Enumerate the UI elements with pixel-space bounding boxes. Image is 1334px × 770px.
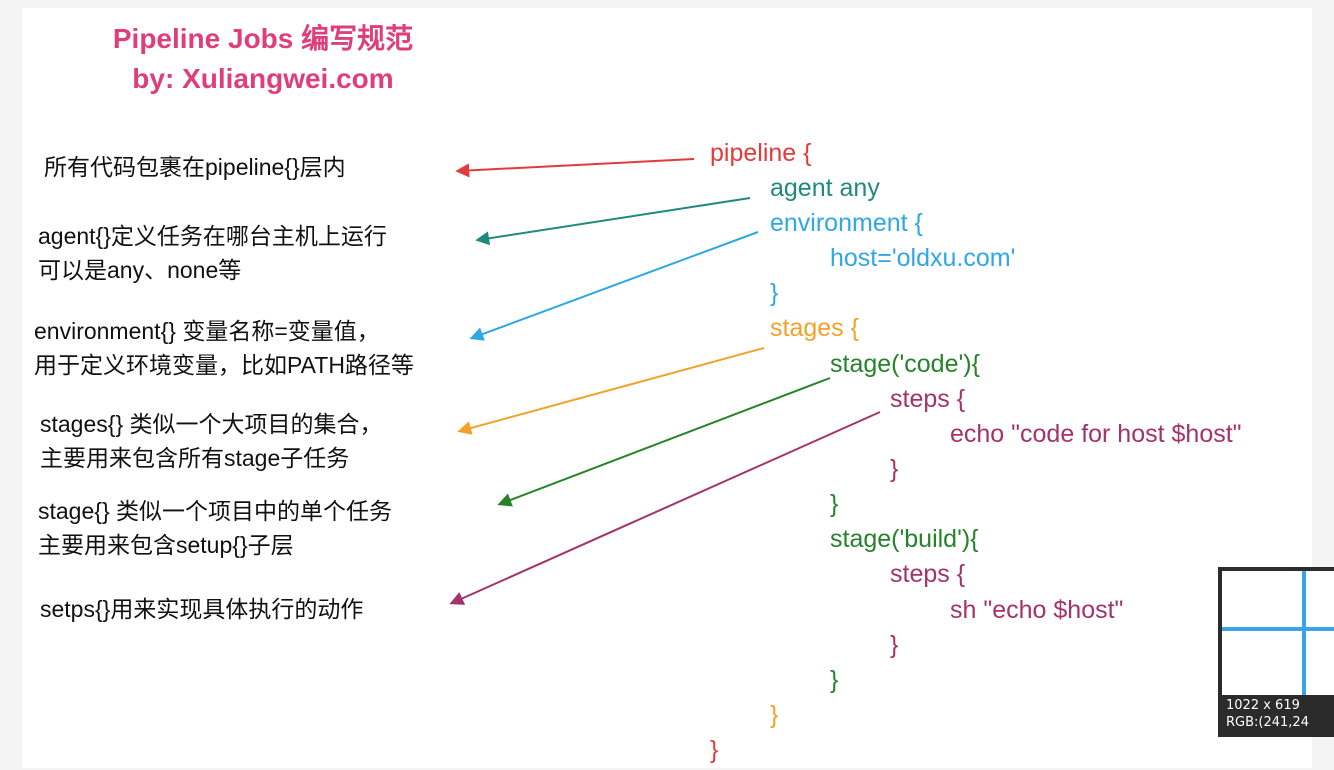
arrow-stage	[497, 377, 831, 507]
code-line: }	[770, 279, 779, 307]
crosshair-horizontal	[1222, 627, 1334, 631]
slide: Pipeline Jobs 编写规范 by: Xuliangwei.com 所有…	[22, 8, 1312, 768]
code-line: }	[770, 701, 779, 729]
picker-size: 1022 x 619	[1226, 698, 1300, 713]
code-line: }	[890, 631, 899, 659]
desc-line: 用于定义环境变量，比如PATH路径等	[34, 352, 414, 378]
code-line: steps {	[890, 385, 966, 413]
desc-environment: environment{} 变量名称=变量值， 用于定义环境变量，比如PATH路…	[34, 314, 414, 382]
code-line: }	[890, 455, 899, 483]
desc-line: environment{} 变量名称=变量值，	[34, 318, 380, 344]
picker-info: 1022 x 619 RGB:(241,24	[1226, 697, 1309, 731]
desc-line: stages{} 类似一个大项目的集合，	[40, 411, 383, 437]
slide-subtitle: by: Xuliangwei.com	[132, 63, 394, 94]
desc-line: 主要用来包含setup{}子层	[38, 532, 294, 558]
desc-steps: setps{}用来实现具体执行的动作	[40, 592, 363, 626]
arrow-steps	[449, 411, 881, 605]
desc-line: 所有代码包裹在pipeline{}层内	[44, 154, 346, 180]
code-line: pipeline {	[710, 139, 812, 167]
magnifier-zoom	[1222, 571, 1334, 695]
desc-line: stage{} 类似一个项目中的单个任务	[38, 498, 393, 524]
code-line: steps {	[890, 560, 966, 588]
code-line: stages {	[770, 314, 859, 342]
desc-stages: stages{} 类似一个大项目的集合， 主要用来包含所有stage子任务	[40, 407, 383, 475]
arrow-environment	[469, 231, 759, 341]
code-line: stage('code'){	[830, 350, 980, 378]
code-line: environment {	[770, 209, 923, 237]
crosshair-vertical	[1302, 571, 1306, 695]
code-line: }	[710, 736, 719, 764]
desc-line: 可以是any、none等	[38, 257, 242, 283]
color-picker-overlay: 1022 x 619 RGB:(241,24	[1218, 567, 1334, 737]
arrow-agent	[475, 197, 751, 246]
code-line: }	[830, 490, 839, 518]
code-line: host='oldxu.com'	[830, 244, 1016, 272]
desc-line: agent{}定义任务在哪台主机上运行	[38, 223, 387, 249]
code-line: echo "code for host $host"	[950, 420, 1242, 448]
desc-stage: stage{} 类似一个项目中的单个任务 主要用来包含setup{}子层	[38, 494, 392, 562]
arrow-pipeline	[455, 158, 695, 178]
code-line: stage('build'){	[830, 525, 979, 553]
code-line: agent any	[770, 174, 880, 202]
desc-line: setps{}用来实现具体执行的动作	[40, 596, 364, 622]
desc-line: 主要用来包含所有stage子任务	[40, 445, 350, 471]
arrow-stages	[457, 347, 765, 435]
desc-agent: agent{}定义任务在哪台主机上运行 可以是any、none等	[38, 219, 387, 287]
connector-arrows	[449, 158, 881, 605]
desc-pipeline: 所有代码包裹在pipeline{}层内	[44, 150, 346, 184]
slide-title: Pipeline Jobs 编写规范	[112, 23, 414, 54]
picker-rgb: RGB:(241,24	[1226, 715, 1309, 730]
code-line: }	[830, 666, 839, 694]
code-line: sh "echo $host"	[950, 596, 1124, 624]
